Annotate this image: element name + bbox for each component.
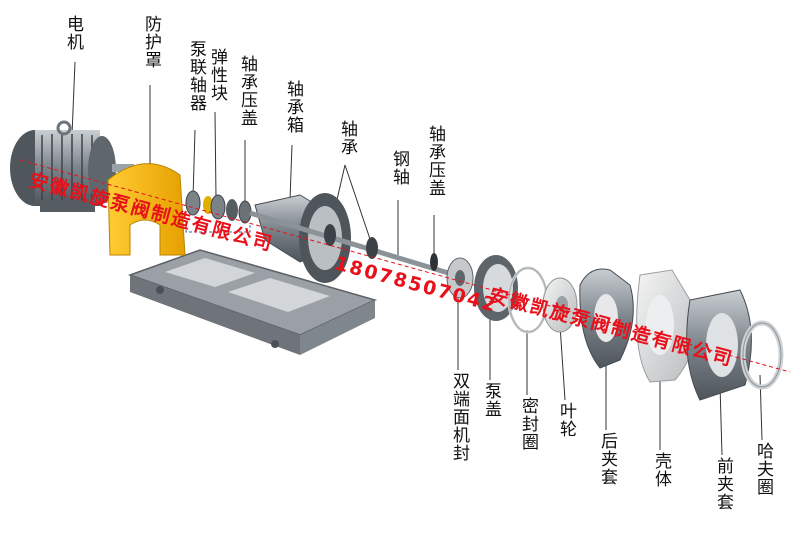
label-guard: 防护罩 bbox=[141, 15, 161, 69]
label-bearing: 轴承 bbox=[337, 120, 357, 156]
label-rear-jacket: 后夹套 bbox=[597, 432, 617, 486]
electric-motor bbox=[10, 120, 134, 212]
label-seal-ring: 密封圈 bbox=[518, 397, 538, 451]
huff-ring-edge bbox=[742, 322, 782, 388]
label-casing: 壳体 bbox=[651, 452, 671, 488]
label-bearing-box: 轴承箱 bbox=[283, 80, 303, 134]
impeller bbox=[542, 277, 578, 333]
steel-shaft bbox=[249, 210, 456, 278]
coupling-parts bbox=[185, 190, 252, 224]
mechanical-seal bbox=[446, 257, 474, 299]
bearing-1 bbox=[324, 224, 336, 246]
front-jacket bbox=[686, 289, 752, 401]
pump-cover bbox=[474, 255, 518, 321]
label-bearing-cover-1: 轴承压盖 bbox=[237, 55, 257, 127]
bearing-2 bbox=[366, 237, 378, 259]
label-mech-seal: 双端面机封 bbox=[449, 372, 469, 462]
label-motor: 电机 bbox=[63, 15, 83, 51]
axis-line bbox=[19, 159, 791, 373]
label-pump-cover: 泵盖 bbox=[481, 382, 501, 418]
label-elastic-block: 弹性块 bbox=[207, 48, 227, 102]
label-impeller: 叶轮 bbox=[556, 402, 576, 438]
label-bearing-cover-2: 轴承压盖 bbox=[425, 125, 445, 197]
bearing-housing bbox=[254, 193, 351, 283]
label-front-jacket: 前夹套 bbox=[713, 457, 733, 511]
label-huff-ring: 哈夫圈 bbox=[753, 442, 773, 496]
bearing-cover-2-part bbox=[430, 253, 438, 271]
label-coupling: 泵联轴器 bbox=[186, 40, 206, 112]
protective-guard bbox=[107, 163, 186, 256]
rear-jacket bbox=[579, 268, 634, 369]
label-steel-shaft: 钢轴 bbox=[389, 150, 409, 186]
base-frame bbox=[127, 249, 378, 355]
pump-casing bbox=[636, 269, 696, 383]
